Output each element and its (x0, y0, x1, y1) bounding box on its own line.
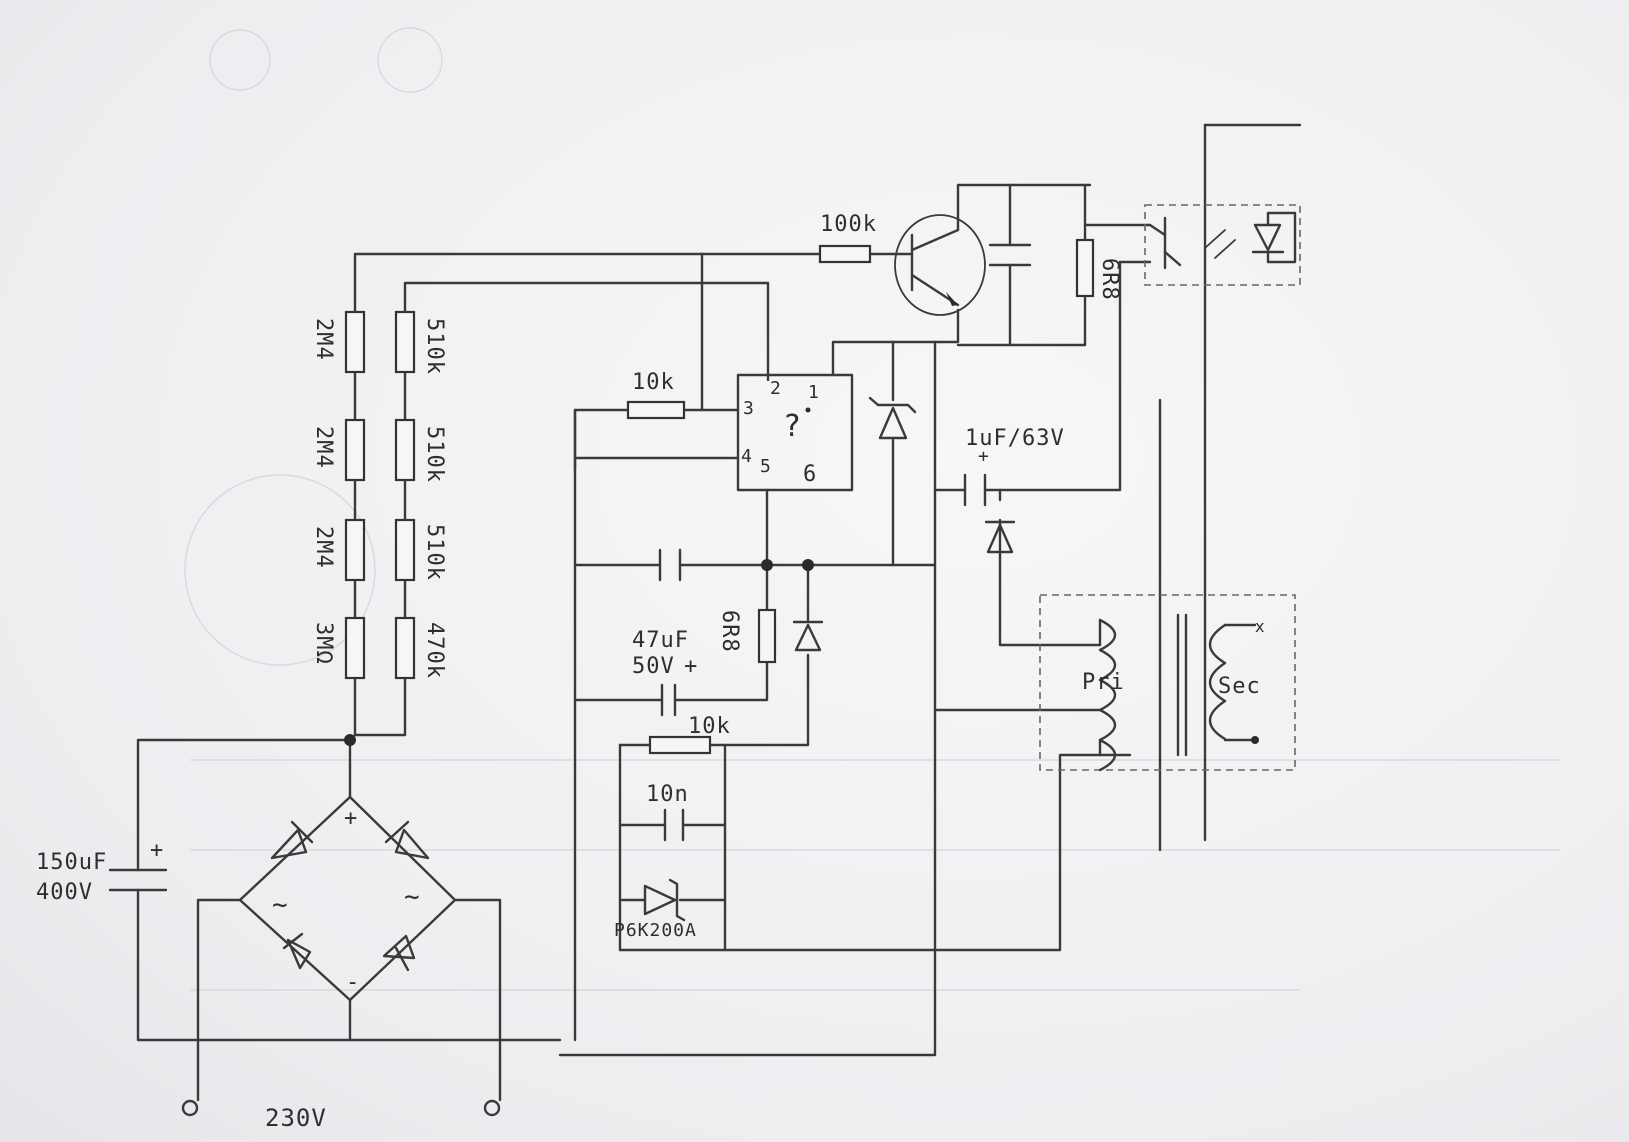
bridge-minus: - (346, 970, 361, 995)
svg-text:x: x (1255, 617, 1264, 636)
label-47uf: 47uF (632, 628, 689, 653)
resistor-2m4-a (344, 310, 366, 374)
ic-pin-4: 4 (741, 446, 753, 467)
resistor-6r8-mid (757, 608, 777, 664)
label-510k-b: 510k (422, 426, 447, 483)
resistor-510k-b (394, 418, 416, 482)
mains-terminals (181, 1099, 501, 1117)
label-150uf: 150uF (36, 850, 108, 875)
wiring (136, 123, 1302, 1102)
diodes (238, 396, 1016, 1002)
plus-150uf: + (150, 838, 165, 863)
ic-unknown-mark: ? (783, 409, 803, 444)
resistor-3m3 (344, 616, 366, 680)
label-10k-top: 10k (632, 370, 675, 395)
label-230v: 230V (265, 1104, 327, 1132)
label-2m4-b: 2M4 (311, 426, 336, 469)
capacitors (108, 243, 1032, 892)
resistor-470k (394, 616, 416, 680)
transistor (894, 214, 986, 316)
ic-pin-1: 1 (808, 382, 820, 403)
junctions (344, 407, 1259, 746)
resistor-510k-a (394, 310, 416, 374)
label-sec: Sec (1218, 674, 1261, 699)
transformer: x (1039, 594, 1296, 772)
label-p6k200a: P6K200A (614, 920, 697, 941)
label-6r8-top: 6R8 (1097, 258, 1122, 301)
ic-pin-6: 6 (803, 462, 818, 487)
bridge-ac-left: ~ (272, 890, 289, 920)
label-100k: 100k (820, 212, 877, 237)
bridge-plus: + (344, 806, 359, 831)
resistor-2m4-c (344, 518, 366, 582)
label-pri: Pri (1082, 670, 1125, 695)
paper-ghosting (184, 27, 1560, 991)
label-3m3: 3MΩ (311, 622, 336, 665)
diode-mid (794, 623, 822, 652)
resistor-2m4-b (344, 418, 366, 482)
bridge-ac-right: ~ (404, 882, 421, 912)
resistor-510k-c (394, 518, 416, 582)
resistors (344, 238, 1095, 755)
label-510k-c: 510k (422, 524, 447, 581)
label-6r8-mid: 6R8 (717, 610, 742, 653)
resistor-6r8-top (1075, 238, 1095, 298)
resistor-10k-bottom (648, 735, 712, 755)
label-2m4-c: 2M4 (311, 526, 336, 569)
plus-1uf: + (978, 446, 990, 467)
bridge-rectifier (238, 795, 457, 1002)
tvs-diode (643, 884, 677, 916)
label-10k-bottom: 10k (688, 714, 731, 739)
label-2m4-a: 2M4 (311, 318, 336, 361)
label-510k-a: 510k (422, 318, 447, 375)
plus-47uf: + (684, 654, 699, 679)
ic-pin-2: 2 (770, 378, 782, 399)
resistor-10k-top (626, 400, 686, 420)
label-50v: 50V (632, 654, 675, 679)
label-1uf: 1uF/63V (965, 426, 1065, 451)
optocoupler (1144, 204, 1301, 286)
resistor-100k (818, 244, 872, 264)
diode-aux (986, 523, 1014, 554)
zener-diode (878, 406, 908, 440)
label-470k: 470k (422, 622, 447, 679)
label-10n: 10n (646, 782, 689, 807)
ic-pin-5: 5 (760, 456, 772, 477)
ic-pin-3: 3 (743, 398, 755, 419)
label-400v: 400V (36, 880, 93, 905)
